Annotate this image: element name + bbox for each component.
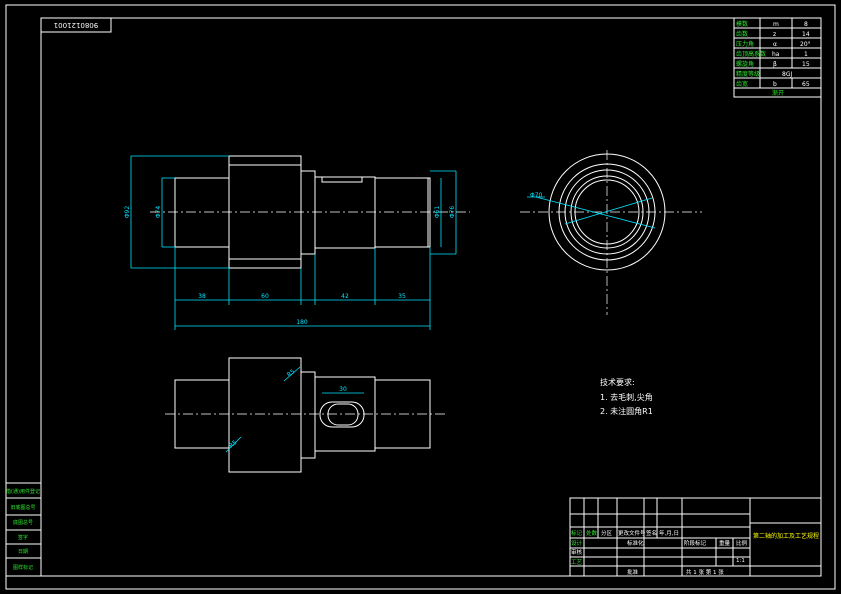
drawing-number: 9080121001 [54,21,99,29]
param-val-5: 15 [802,61,810,68]
dim-length-2: 60 [261,293,269,300]
technical-notes: 技术要求: 1. 去毛刺,尖角 2. 未注圆角R1 [600,377,653,416]
sidebar-item-5: 日期 [18,549,28,555]
side-view [520,150,702,315]
param-sym-2: z [773,31,776,38]
dim-length-4: 35 [398,293,406,300]
param-val-7: 65 [802,81,810,88]
sidebar-item-1: 借(通)用件登记 [6,488,40,495]
tb-weight: 重量 [719,539,731,547]
param-sym-7: b [773,81,777,88]
sidebar-item-6: 图样标记 [13,564,33,571]
dim-right-diameter-2: Φ76 [449,206,456,219]
dim-right-diameter-1: Φ61 [434,206,441,219]
sidebar-item-4: 签字 [18,534,28,541]
tb-zone: 分区 [601,529,613,537]
tb-check: 审核 [571,548,583,556]
dim-key-width: 30 [339,386,347,393]
tb-doc: 更改文件号 [618,529,646,537]
sidebar-item-3: 底图总号 [13,519,33,526]
param-sym-1: m [773,21,779,28]
param-name-5: 螺旋角 [736,60,754,68]
part-name: 第二轴的加工及工艺规程 [753,532,819,540]
param-val-3: 20° [800,41,811,48]
tb-qty: 处数 [586,529,598,537]
param-name-3: 压力角 [736,40,754,48]
sidebar-item-2: 旧底图总号 [10,504,35,511]
tb-scale-value: 1:1 [736,558,745,564]
outer-border [5,4,836,590]
dim-radius-1: R5 [286,368,297,379]
drawing-number-box [40,17,112,33]
param-sym-4: ha [772,51,780,58]
param-val-6: 8GJ [782,71,792,78]
tb-sign: 签名 [646,529,657,537]
front-view [130,155,470,330]
tb-scale: 比例 [736,539,748,547]
tb-date: 年,月,日 [659,529,679,537]
dim-side-diameter: Φ70 [530,192,543,199]
tb-craft: 工艺 [571,559,583,566]
tb-stage: 阶段标记 [684,539,707,547]
param-name-1: 模数 [736,20,748,28]
tb-approve: 批准 [627,568,639,576]
tb-design: 设计 [571,539,583,547]
dim-left-diameter: Φ92 [124,206,131,219]
top-view [165,357,445,473]
param-name-6: 精度等级 [736,70,760,78]
parameter-table: 模数 m 8 齿数 z 14 压力角 α 20° 齿顶高系数 ha 1 螺旋角 … [733,17,822,98]
param-name-7: 齿宽 [736,80,748,88]
keyway-slot [319,401,365,428]
param-name-4: 齿顶高系数 [736,50,766,58]
notes-title: 技术要求: [600,377,635,387]
param-name-2: 齿数 [736,30,748,38]
dim-length-3: 42 [341,293,349,300]
inner-frame [40,17,822,577]
tb-std: 标准化 [627,539,644,547]
title-block [569,497,822,577]
dim-length-1: 38 [198,293,206,300]
param-val-2: 14 [802,31,810,38]
param-val-1: 8 [804,21,808,28]
left-sidebar [5,482,42,577]
dim-mid-diameter: Φ74 [155,206,162,219]
param-val-4: 1 [804,51,808,58]
tb-sheet: 共 1 张 第 1 张 [686,568,724,576]
param-sym-3: α [773,41,777,48]
tb-mark: 标记 [571,529,583,537]
dim-radius-2: R5 [228,439,239,450]
notes-line-1: 1. 去毛刺,尖角 [600,392,653,402]
param-sym-5: β [773,61,777,68]
param-footer: 渐开 [772,89,784,97]
dim-total-length: 180 [296,319,308,326]
notes-line-2: 2. 未注圆角R1 [600,406,653,416]
